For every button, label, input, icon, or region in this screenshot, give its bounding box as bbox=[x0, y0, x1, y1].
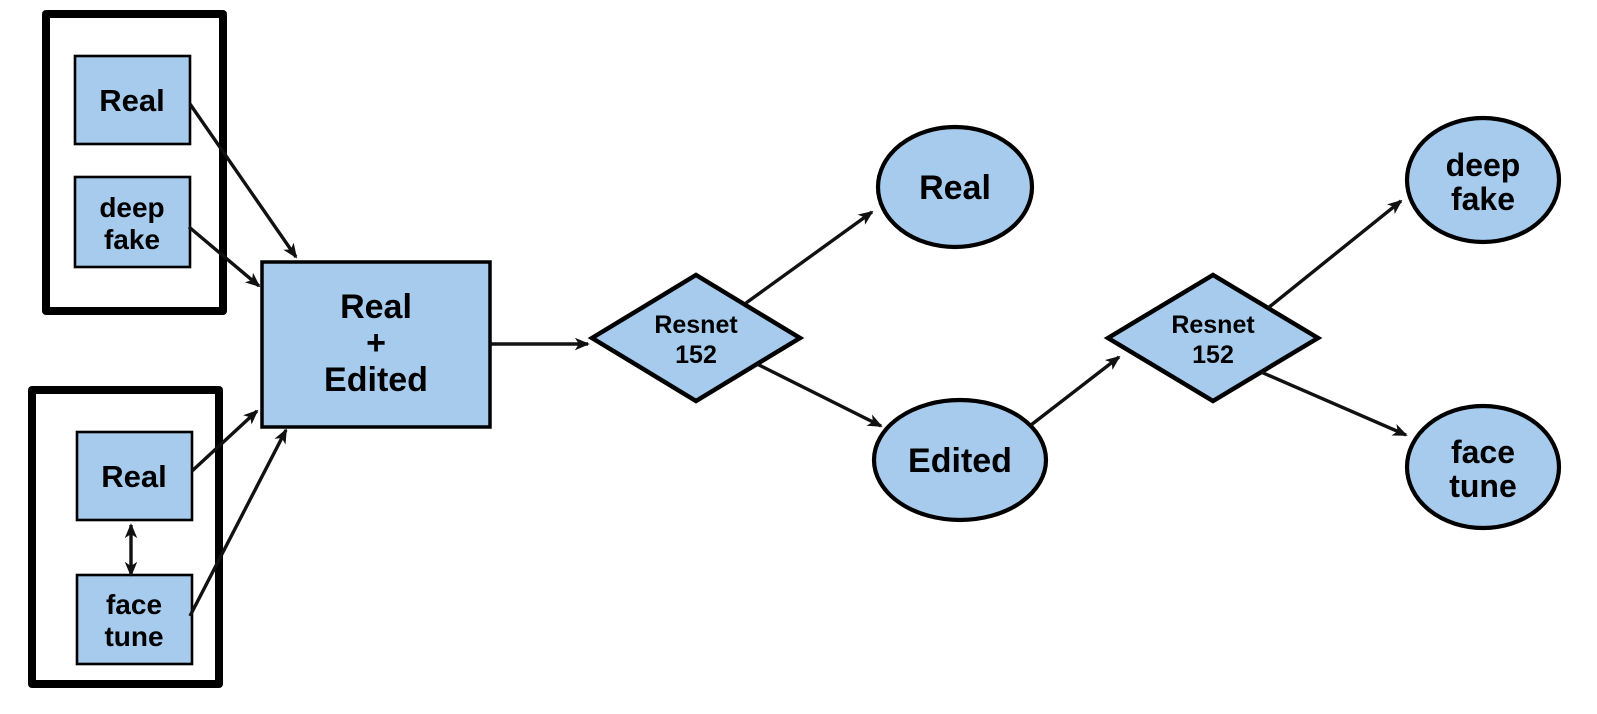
node-top-real bbox=[73, 54, 192, 146]
node-out-deep-fake bbox=[1404, 115, 1562, 245]
node-real-plus-edited-line2: + bbox=[366, 324, 386, 362]
node-bottom-face-tune bbox=[75, 573, 194, 666]
node-real-plus-edited-line3: Edited bbox=[324, 361, 428, 399]
node-bottom-face-tune-line1: face bbox=[106, 589, 162, 620]
node-out-face-tune-line2: tune bbox=[1449, 468, 1517, 504]
node-real-plus-edited bbox=[260, 260, 492, 429]
arrow-bottom-real-to-combined bbox=[190, 409, 259, 473]
node-top-deep-fake bbox=[73, 175, 192, 269]
arrow-top-deep-fake-to-combined bbox=[187, 225, 261, 288]
node-out-edited bbox=[871, 397, 1049, 523]
node-resnet152-first-line2: 152 bbox=[675, 341, 717, 369]
arrow-edited-to-resnet2 bbox=[1029, 355, 1121, 427]
arrow-bottom-face-tune-to-combined bbox=[188, 428, 288, 617]
node-out-real-label: Real bbox=[919, 169, 991, 207]
node-out-edited-label: Edited bbox=[908, 442, 1012, 480]
node-top-deep-fake-line1: deep bbox=[99, 192, 164, 223]
node-bottom-face-tune-line2: tune bbox=[104, 621, 163, 652]
node-resnet152-second bbox=[1103, 272, 1323, 404]
node-bottom-real bbox=[75, 430, 194, 522]
node-resnet152-second-line2: 152 bbox=[1192, 341, 1234, 369]
node-bottom-real-label: Real bbox=[101, 459, 166, 494]
node-resnet152-first-line1: Resnet bbox=[654, 311, 738, 339]
node-out-real bbox=[875, 124, 1035, 250]
node-resnet152-second-line1: Resnet bbox=[1171, 311, 1255, 339]
arrow-top-real-to-combined bbox=[188, 103, 298, 259]
node-top-deep-fake-line2: fake bbox=[104, 224, 160, 255]
node-out-face-tune bbox=[1404, 403, 1562, 531]
arrow-resnet1-to-real bbox=[745, 210, 874, 305]
node-out-deep-fake-line1: deep bbox=[1446, 147, 1521, 183]
node-top-real-label: Real bbox=[99, 83, 164, 118]
arrow-resnet2-to-deep-fake bbox=[1266, 199, 1403, 310]
node-resnet152-first bbox=[587, 272, 805, 404]
arrow-resnet2-to-face-tune bbox=[1260, 370, 1408, 437]
arrow-resnet1-to-edited bbox=[756, 362, 883, 428]
node-out-deep-fake-line2: fake bbox=[1451, 181, 1515, 217]
node-real-plus-edited-line1: Real bbox=[340, 288, 412, 326]
node-out-face-tune-line1: face bbox=[1451, 434, 1515, 470]
